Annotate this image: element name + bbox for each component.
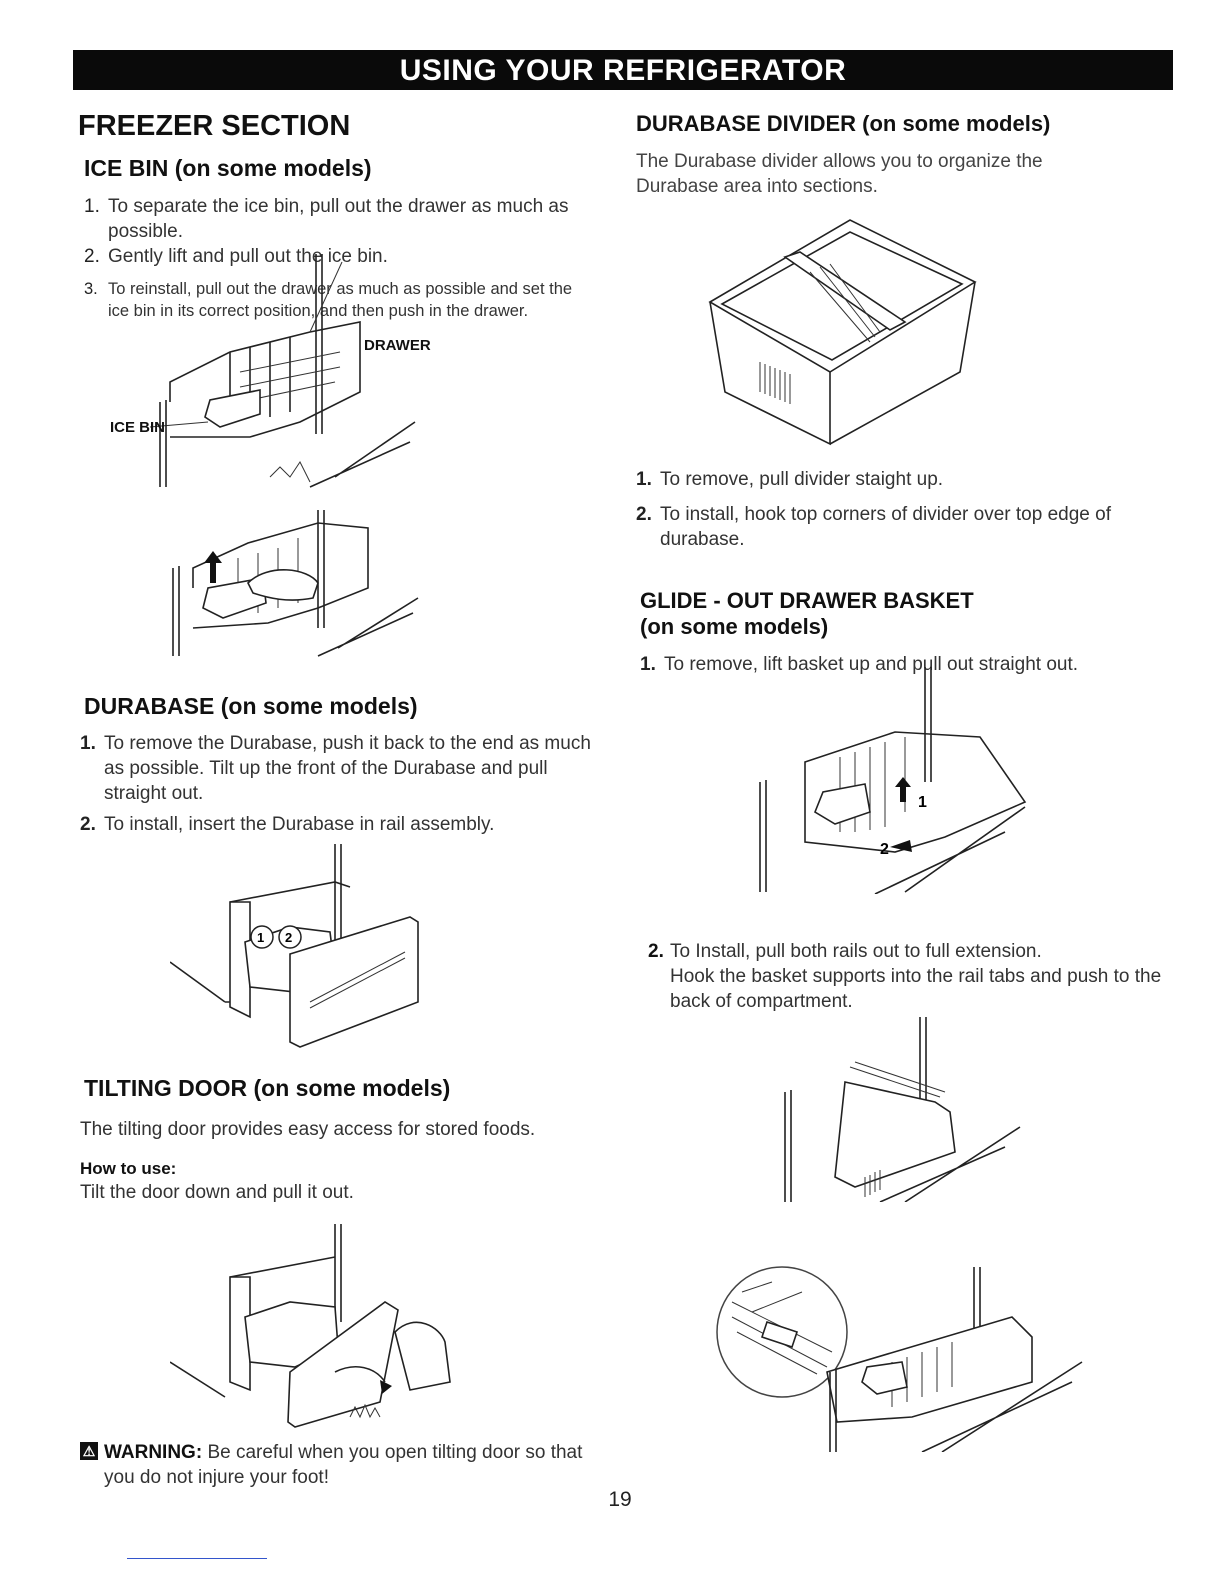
tilting-door-illustration (170, 1224, 451, 1428)
ice-bin-heading: ICE BIN (on some models) (84, 155, 372, 181)
ice-bin-step-3: 3.To reinstall, pull out the drawer as m… (84, 280, 573, 320)
ice-bin-step-3-list: 3.To reinstall, pull out the drawer as m… (84, 278, 594, 328)
durabase-heading: DURABASE (on some models) (84, 693, 418, 719)
durabase-step-1: 1.To remove the Durabase, push it back t… (80, 733, 591, 804)
svg-text:1: 1 (257, 930, 264, 945)
drawer-callout-label: DRAWER (364, 337, 431, 354)
glide-out-heading: GLIDE - OUT DRAWER BASKET(on some models… (640, 588, 974, 640)
glide-step-2-line1: 2.To Install, pull both rails out to ful… (648, 941, 1042, 962)
freezer-section-title: FREEZER SECTION (78, 110, 351, 142)
glide-step-2-line2: Hook the basket supports into the rail t… (670, 966, 1162, 1012)
warning-icon: ⚠ (80, 1442, 98, 1460)
ice-bin-steps: 1.To separate the ice bin, pull out the … (84, 194, 594, 277)
durabase-steps: 1.To remove the Durabase, push it back t… (80, 731, 600, 843)
ice-bin-lift-illustration (172, 510, 419, 657)
ice-bin-step-1: 1.To separate the ice bin, pull out the … (84, 196, 569, 242)
tilting-door-heading: TILTING DOOR (on some models) (84, 1075, 451, 1101)
section-banner: USING YOUR REFRIGERATOR (73, 50, 1173, 90)
glide-basket-install-illustration (784, 1017, 1021, 1202)
ice-bin-step-2: 2.Gently lift and pull out the ice bin. (84, 246, 388, 267)
ice-bin-callout-label: ICE BIN (110, 419, 166, 436)
how-to-use-label: How to use: (80, 1159, 177, 1178)
durabase-divider-heading: DURABASE DIVIDER (on some models) (636, 111, 1051, 136)
durabase-divider-illustration (708, 219, 977, 446)
glide-step-2: 2.To Install, pull both rails out to ful… (648, 939, 1168, 1014)
footer-rule (127, 1558, 267, 1559)
svg-text:2: 2 (880, 841, 889, 858)
tilting-door-intro: The tilting door provides easy access fo… (80, 1119, 536, 1140)
durabase-step-2: 2.To install, insert the Durabase in rai… (80, 814, 495, 835)
warning-label: WARNING: (104, 1442, 203, 1463)
divider-steps: 1.To remove, pull divider staight up. 2.… (636, 467, 1156, 558)
how-to-use-text: Tilt the door down and pull it out. (80, 1182, 354, 1203)
svg-text:1: 1 (918, 794, 927, 811)
glide-out-heading-line1: GLIDE - OUT DRAWER BASKET (640, 588, 974, 613)
glide-step-1-list: 1.To remove, lift basket up and pull out… (640, 652, 1160, 683)
divider-step-2: 2.To install, hook top corners of divide… (636, 504, 1111, 550)
warning-body: Be careful when you open tilting door so… (104, 1442, 583, 1488)
divider-step-1: 1.To remove, pull divider staight up. (636, 469, 944, 490)
durabase-removal-illustration: 1 2 (170, 844, 419, 1048)
glide-out-heading-line2: (on some models) (640, 614, 829, 639)
page-number: 19 (608, 1488, 632, 1511)
durabase-divider-intro: The Durabase divider allows you to organ… (636, 151, 1043, 197)
glide-basket-removal-illustration: 1 2 (759, 667, 1027, 894)
ice-bin-removal-illustration (149, 254, 416, 488)
glide-rail-detail-illustration (716, 1266, 1083, 1452)
warning-text: WARNING: Be careful when you open tiltin… (104, 1440, 584, 1490)
glide-step-1: 1.To remove, lift basket up and pull out… (640, 654, 1079, 675)
svg-text:2: 2 (285, 930, 292, 945)
